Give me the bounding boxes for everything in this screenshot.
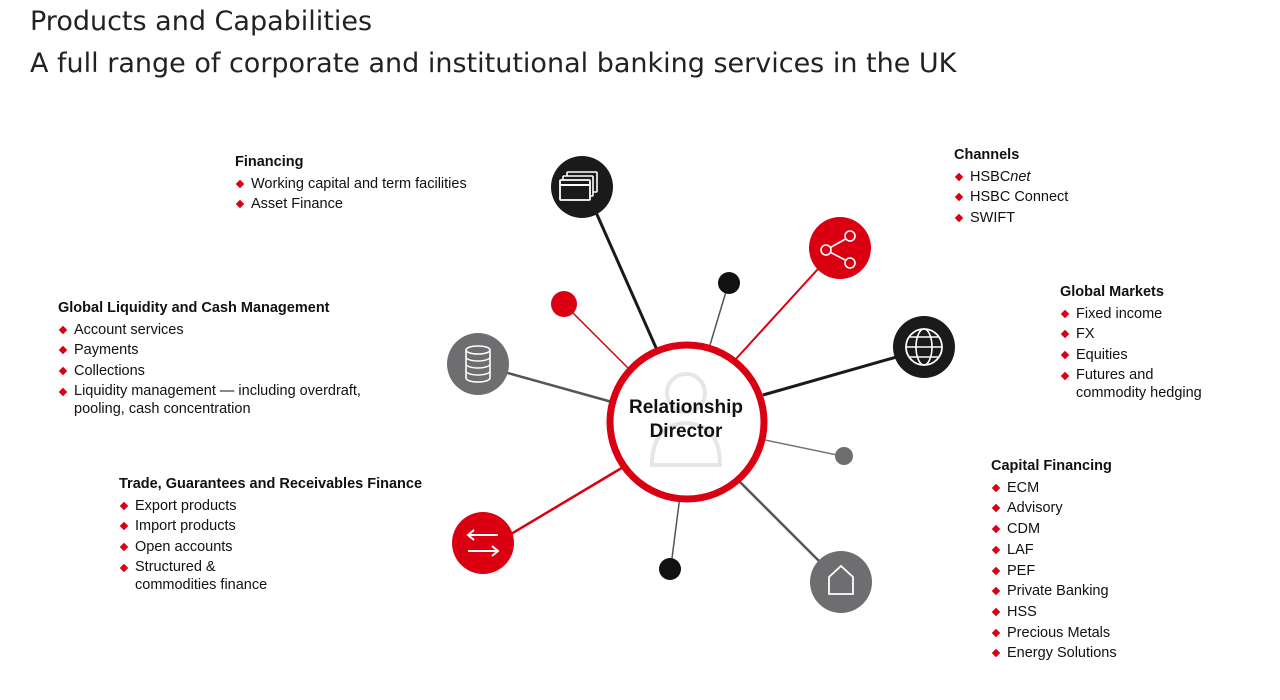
list-item: LAF [991, 540, 1117, 561]
channels-group: Channels HSBCnet HSBC Connect SWIFT [954, 145, 1068, 229]
markets-title: Global Markets [1060, 284, 1164, 300]
node-dot-red [551, 291, 577, 317]
financing-title: Financing [235, 154, 304, 170]
list-item: Fixed income [1060, 304, 1202, 325]
exchange-arrows-icon [452, 512, 514, 574]
list-item: PEF [991, 561, 1117, 582]
list-item: ECM [991, 478, 1117, 499]
spoke-dot-right [764, 439, 843, 457]
spoke-dot-top [709, 284, 729, 346]
coin-stack-icon [447, 333, 509, 395]
liquidity-group: Global Liquidity and Cash Management Acc… [58, 298, 361, 421]
list-item: Equities [1060, 345, 1202, 366]
node-dot-top [718, 272, 740, 294]
hsbcnet-suffix: net [1010, 168, 1031, 185]
page-title: Products and Capabilities [30, 6, 373, 37]
trade-group: Trade, Guarantees and Receivables Financ… [119, 474, 422, 597]
node-dot-bottom [659, 558, 681, 580]
node-dot-right [835, 447, 853, 465]
list-item: Asset Finance [235, 194, 467, 215]
globe-icon [893, 316, 955, 378]
list-item-line: pooling, cash concentration [74, 401, 251, 418]
spoke-capital [738, 480, 829, 571]
spoke-channels [734, 257, 829, 361]
list-item: HSBC Connect [954, 187, 1068, 208]
center-label: Relationship Director [612, 396, 760, 444]
list-item-line: commodities finance [135, 577, 268, 594]
list-item: Import products [119, 516, 422, 537]
list-item: Collections [58, 361, 361, 382]
list-item: Advisory [991, 498, 1117, 519]
list-item: Energy Solutions [991, 643, 1117, 664]
spoke-dot-red [565, 305, 629, 369]
person-watermark-icon [649, 372, 723, 467]
spoke-trade [505, 464, 626, 539]
page-subtitle: A full range of corporate and institutio… [30, 48, 957, 79]
list-item: Futures and commodity hedging [1060, 366, 1202, 403]
list-item: FX [1060, 324, 1202, 345]
list-item: HSS [991, 602, 1117, 623]
spoke-dot-bottom [670, 495, 681, 567]
list-item: Structured & commodities finance [119, 558, 422, 595]
list-item: SWIFT [954, 208, 1068, 229]
liquidity-title: Global Liquidity and Cash Management [58, 300, 330, 316]
list-item: Open accounts [119, 537, 422, 558]
list-item: Payments [58, 340, 361, 361]
capital-title: Capital Financing [991, 458, 1112, 474]
spokes [496, 209, 901, 571]
center-label-line2: Director [649, 421, 723, 442]
list-item: CDM [991, 519, 1117, 540]
list-item: Working capital and term facilities [235, 174, 467, 195]
trade-title: Trade, Guarantees and Receivables Financ… [119, 476, 423, 492]
list-item-line: Liquidity management — including overdra… [74, 382, 361, 399]
spoke-liquidity [496, 368, 613, 404]
list-item: Private Banking [991, 581, 1117, 602]
list-item: Liquidity management — including overdra… [58, 382, 361, 419]
list-item: HSBCnet [954, 167, 1068, 188]
markets-group: Global Markets Fixed income FX Equities … [1060, 282, 1202, 405]
list-item-line: Structured & [135, 558, 216, 575]
house-icon [810, 551, 872, 613]
credit-cards-icon [551, 156, 613, 218]
list-item-line: Futures and [1076, 366, 1154, 383]
list-item-line: commodity hedging [1076, 385, 1202, 402]
channels-title: Channels [954, 147, 1020, 163]
center-label-line1: Relationship [628, 397, 743, 418]
list-item: Precious Metals [991, 623, 1117, 644]
list-item: Export products [119, 496, 422, 517]
list-item: Account services [58, 320, 361, 341]
financing-group: Financing Working capital and term facil… [235, 152, 467, 215]
spoke-markets [762, 354, 901, 397]
hsbcnet-prefix: HSBC [970, 168, 1011, 185]
capital-group: Capital Financing ECM Advisory CDM LAF P… [991, 456, 1117, 664]
spoke-financing [593, 209, 659, 351]
share-icon [809, 217, 871, 279]
